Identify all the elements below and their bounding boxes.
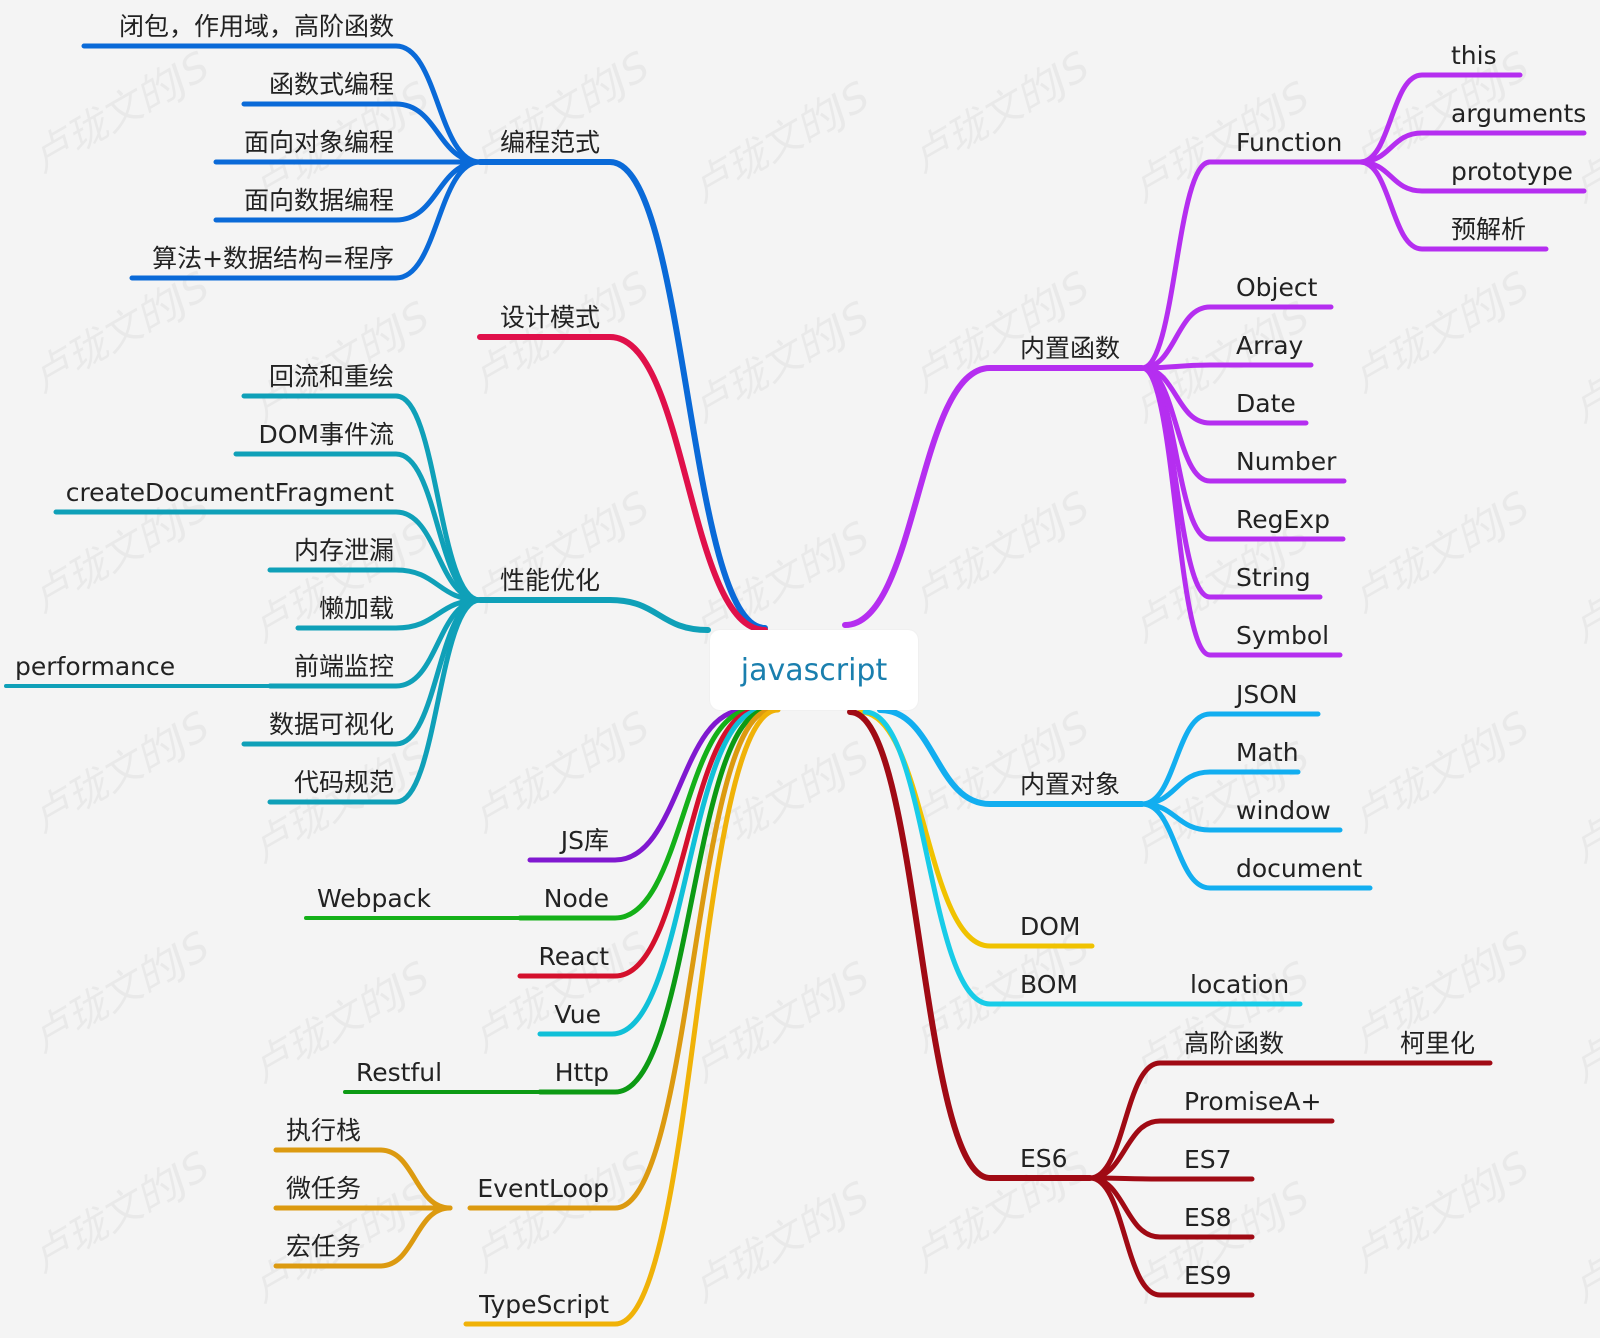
connector-react: [517, 707, 761, 979]
node-algorithm-ds[interactable]: 算法+数据结构=程序: [152, 244, 394, 273]
connector-design: [477, 334, 768, 633]
node-symbol[interactable]: Symbol: [1236, 621, 1330, 650]
node-lazy-load[interactable]: 懒加载: [318, 594, 394, 623]
node-this[interactable]: this: [1451, 41, 1497, 70]
node-string[interactable]: String: [1236, 563, 1311, 592]
node-regexp[interactable]: RegExp: [1236, 505, 1330, 534]
connector-programming-child: [129, 159, 483, 281]
node-builtin-functions[interactable]: 内置函数: [1020, 334, 1121, 363]
connector-es6: [847, 709, 1093, 1181]
node-react[interactable]: React: [538, 942, 610, 971]
connector-performance-child: [233, 451, 483, 603]
node-js-lib[interactable]: JS库: [560, 826, 609, 855]
node-design-patterns[interactable]: 设计模式: [500, 303, 601, 332]
node-es6[interactable]: ES6: [1020, 1144, 1068, 1173]
node-builtin-objects[interactable]: 内置对象: [1020, 770, 1121, 799]
connector-http: [537, 707, 771, 1095]
connector-builtin-fn-child: [1139, 362, 1314, 371]
connector-eventloop-child: [273, 1147, 453, 1211]
node-performance-api[interactable]: performance: [15, 652, 176, 681]
node-dom-event-flow[interactable]: DOM事件流: [258, 420, 395, 449]
connector-eventloop: [467, 707, 775, 1211]
node-vue[interactable]: Vue: [554, 1000, 601, 1029]
node-promise-aplus[interactable]: PromiseA+: [1184, 1087, 1322, 1116]
node-date[interactable]: Date: [1236, 389, 1296, 418]
connector-typescript: [463, 707, 781, 1327]
node-closure-scope[interactable]: 闭包，作用域，高阶函数: [118, 12, 394, 41]
connector-node: [517, 707, 755, 921]
connector-vue: [537, 707, 765, 1037]
node-location[interactable]: location: [1190, 970, 1290, 999]
root-node[interactable]: javascript: [710, 630, 918, 710]
node-number[interactable]: Number: [1236, 447, 1337, 476]
node-es9[interactable]: ES9: [1184, 1261, 1232, 1290]
node-functional-programming[interactable]: 函数式编程: [268, 70, 394, 99]
node-http[interactable]: Http: [554, 1058, 609, 1087]
node-es7[interactable]: ES7: [1184, 1145, 1232, 1174]
node-call-stack[interactable]: 执行栈: [286, 1116, 362, 1145]
node-es8[interactable]: ES8: [1184, 1203, 1232, 1232]
node-eventloop[interactable]: EventLoop: [477, 1174, 609, 1203]
connector-builtin-objects: [877, 707, 1145, 807]
node-frontend-monitoring[interactable]: 前端监控: [293, 652, 394, 681]
node-code-standards[interactable]: 代码规范: [293, 768, 394, 797]
node-node[interactable]: Node: [543, 884, 609, 913]
connector-builtin-obj-child: [1139, 801, 1373, 891]
connector-es6-child: [1087, 1118, 1335, 1181]
connector-programming-child: [241, 101, 483, 165]
node-oop[interactable]: 面向对象编程: [243, 128, 394, 157]
node-macrotask[interactable]: 宏任务: [286, 1232, 362, 1261]
connector-function: [1139, 159, 1363, 371]
node-hoisting[interactable]: 预解析: [1451, 215, 1527, 244]
node-webpack[interactable]: Webpack: [317, 884, 431, 913]
root-label: javascript: [740, 652, 888, 688]
node-function[interactable]: Function: [1236, 128, 1343, 157]
connector-performance: [477, 597, 711, 633]
node-prototype[interactable]: prototype: [1451, 157, 1573, 186]
node-programming-paradigm[interactable]: 编程范式: [500, 128, 601, 157]
node-microtask[interactable]: 微任务: [286, 1174, 362, 1203]
connector-performance-child: [53, 509, 483, 603]
connector-es6-child: [1087, 1175, 1255, 1298]
connector-bom: [862, 709, 1303, 1007]
node-document[interactable]: document: [1236, 854, 1363, 883]
connector-eventloop-child: [273, 1205, 453, 1269]
node-data-oriented[interactable]: 面向数据编程: [243, 186, 394, 215]
connector-function-child: [1357, 159, 1549, 252]
node-arguments[interactable]: arguments: [1451, 99, 1587, 128]
node-performance-optimization[interactable]: 性能优化: [500, 566, 601, 595]
node-bom[interactable]: BOM: [1020, 970, 1078, 999]
connector-es6-higher-order: [1087, 1060, 1493, 1181]
node-restful[interactable]: Restful: [356, 1058, 443, 1087]
node-memory-leak[interactable]: 内存泄漏: [293, 536, 394, 565]
node-math[interactable]: Math: [1236, 738, 1299, 767]
node-create-document-fragment[interactable]: createDocumentFragment: [65, 478, 394, 507]
node-data-visualization[interactable]: 数据可视化: [268, 710, 394, 739]
connector-es6-child: [1087, 1175, 1255, 1182]
connector-function-child: [1357, 72, 1523, 165]
node-array[interactable]: Array: [1236, 331, 1304, 360]
connector-builtin-fn-child: [1139, 304, 1334, 371]
node-object[interactable]: Object: [1236, 273, 1318, 302]
node-es6-higher-order[interactable]: 高阶函数: [1184, 1029, 1285, 1058]
node-typescript[interactable]: TypeScript: [479, 1290, 609, 1319]
connector-builtin-functions: [842, 365, 1145, 628]
connector-programming: [477, 159, 768, 631]
node-reflow-repaint[interactable]: 回流和重绘: [268, 362, 394, 391]
connector-programming-child: [81, 43, 483, 165]
connector-dom: [857, 709, 1095, 949]
connector-builtin-obj-child: [1139, 711, 1321, 807]
connector-builtin-fn-child: [1139, 365, 1343, 658]
node-json[interactable]: JSON: [1236, 680, 1298, 709]
connector-performance-child: [267, 597, 483, 805]
connector-jslib: [527, 707, 748, 863]
node-window[interactable]: window: [1236, 796, 1331, 825]
node-currying[interactable]: 柯里化: [1400, 1029, 1476, 1058]
node-dom[interactable]: DOM: [1020, 912, 1081, 941]
